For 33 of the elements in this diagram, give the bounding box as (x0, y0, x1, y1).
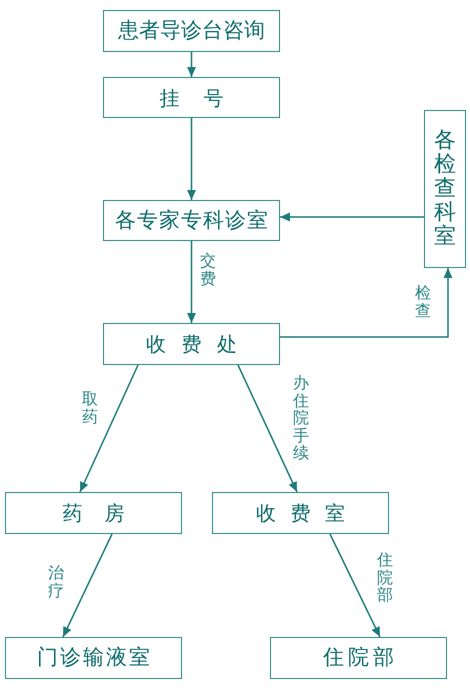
arrow (237, 364, 298, 492)
arrow (329, 534, 381, 638)
node-text: 收 费 室 (256, 501, 345, 525)
node-text: 住院部 (322, 645, 398, 671)
vertical-box (424, 110, 466, 268)
edge-label: 交费 (200, 252, 216, 288)
edge-label: 治疗 (48, 564, 64, 600)
process-box (103, 77, 280, 118)
edge-label: 住院部 (377, 551, 393, 604)
process-box (270, 637, 447, 679)
process-box (103, 10, 280, 52)
arrow (187, 52, 196, 77)
arrow (280, 212, 424, 222)
arrow (62, 534, 113, 638)
edge-label: 办住院手续 (293, 374, 309, 462)
node-text: 收 费 处 (146, 332, 237, 356)
node-text: 各检查科室 (434, 128, 456, 250)
arrow (280, 268, 452, 338)
node-text: 药 房 (62, 501, 125, 525)
node-text: 挂 号 (159, 86, 224, 110)
process-box (5, 492, 182, 534)
node-text: 门诊输液室 (36, 645, 152, 671)
arrow (187, 241, 196, 323)
edge-label: 取药 (82, 390, 98, 426)
node-text: 各专家专科诊室 (114, 208, 269, 234)
process-box (103, 200, 280, 241)
edge-label: 检查 (415, 284, 431, 320)
process-box (212, 492, 389, 534)
process-box (103, 323, 280, 365)
arrow (187, 118, 196, 200)
node-text: 患者导诊台咨询 (118, 18, 265, 44)
process-box (5, 637, 182, 679)
arrow (79, 364, 139, 492)
